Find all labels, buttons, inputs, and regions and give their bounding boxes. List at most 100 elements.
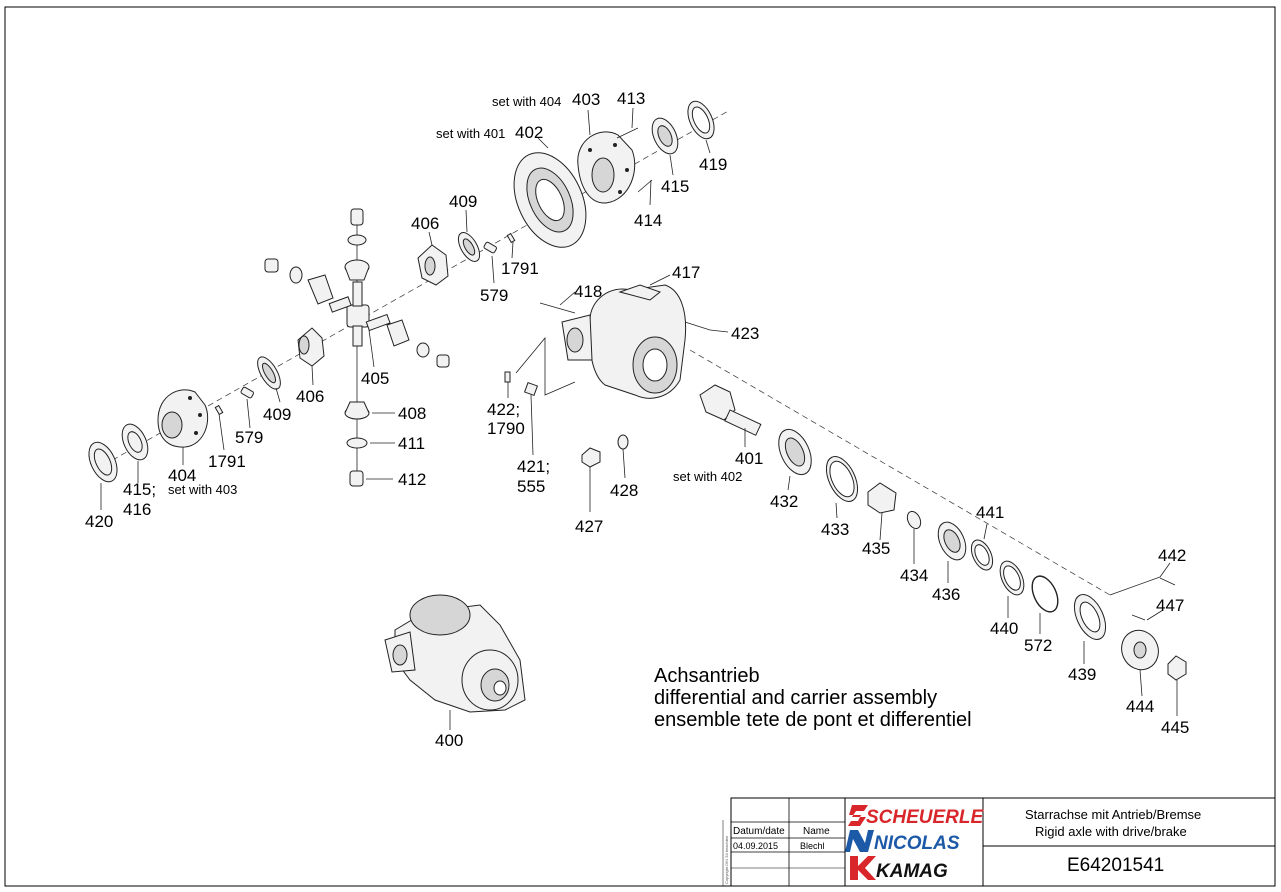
label-444: 444: [1126, 697, 1154, 716]
label-572: 572: [1024, 636, 1052, 655]
label-402: 402: [515, 123, 543, 142]
scheuerle-logo: SCHEUERLE: [848, 805, 985, 828]
bracket-lead: [515, 336, 576, 396]
part-406-side-gear: [297, 327, 325, 367]
note-404: set with 403: [168, 482, 237, 497]
label-412: 412: [398, 470, 426, 489]
label-440: 440: [990, 619, 1018, 638]
label-422-line1: 422;: [487, 400, 520, 419]
part-579-dowel-upper: [483, 241, 497, 254]
part-1791-pin-upper: [506, 232, 516, 244]
part-1791-pin: [214, 404, 224, 416]
main-shaft-axis: [689, 349, 1111, 596]
label-409-lower: 409: [263, 405, 291, 424]
label-421-line1: 421;: [517, 457, 550, 476]
label-420: 420: [85, 512, 113, 531]
part-439-cover: [1073, 594, 1107, 640]
label-442: 442: [1158, 546, 1186, 565]
part-408-pinion-gear: [344, 401, 370, 420]
label-579-upper: 579: [480, 286, 508, 305]
label-404: 404: [168, 466, 196, 485]
label-411: 411: [398, 434, 425, 453]
part-413-bolt: [616, 127, 639, 139]
part-405-spider-cross: [328, 281, 391, 347]
washer-left: [289, 266, 303, 284]
label-409-upper: 409: [449, 192, 477, 211]
drawing-border: [4, 6, 1276, 887]
label-405: 405: [361, 369, 389, 388]
tb-date-value: 04.09.2015: [733, 841, 778, 851]
note-401: set with 402: [673, 469, 742, 484]
part-444-flange: [1121, 629, 1159, 671]
tb-title-line-1: Starrachse mit Antrieb/Bremse: [1025, 807, 1201, 822]
label-422-line2: 1790: [487, 419, 525, 438]
title-block: [722, 797, 1276, 887]
label-428: 428: [610, 481, 638, 500]
kamag-logo: KAMAG: [850, 856, 948, 882]
part-421-clip: [523, 381, 539, 397]
svg-text:SCHEUERLE: SCHEUERLE: [866, 807, 985, 828]
tb-col-date: Datum/date: [733, 826, 785, 837]
part-422-screw: [504, 371, 511, 383]
label-427: 427: [575, 517, 603, 536]
description-line-2: differential and carrier assembly: [654, 687, 937, 709]
washer-right: [416, 342, 430, 358]
label-436: 436: [932, 585, 960, 604]
description-line-3: ensemble tete de pont et differentiel: [654, 709, 972, 731]
bush-right: [436, 354, 450, 368]
part-406-side-gear-upper: [417, 244, 449, 286]
part-409-thrust-washer: [257, 356, 281, 390]
label-418: 418: [574, 282, 602, 301]
label-433: 433: [821, 520, 849, 539]
label-432: 432: [770, 492, 798, 511]
part-418-bolt: [539, 302, 576, 314]
part-408-pinion-gear-top: [344, 259, 370, 281]
part-404-differential-case: [157, 389, 209, 448]
part-400-assembled-unit: [384, 594, 526, 713]
part-435-spacer: [867, 482, 897, 514]
part-447-bolt: [1131, 614, 1146, 621]
label-415-416-line1: 415;: [123, 480, 156, 499]
part-409-thrust-washer-upper: [457, 232, 481, 262]
part-434-ring: [906, 510, 922, 530]
part-417-carrier-housing: [561, 284, 687, 399]
label-435: 435: [862, 539, 890, 558]
part-436-bearing: [937, 521, 967, 561]
part-572-o-ring: [1031, 575, 1059, 613]
part-420-bearing-ring: [88, 441, 118, 483]
tb-name-value: Blechl: [800, 841, 825, 851]
label-414: 414: [634, 211, 662, 230]
label-406-upper: 406: [411, 214, 439, 233]
label-403: 403: [572, 90, 600, 109]
label-413: 413: [617, 89, 645, 108]
part-pinion-gear-right: [386, 319, 410, 347]
leader-lines: [100, 107, 1178, 730]
label-439: 439: [1068, 665, 1096, 684]
svg-text:KAMAG: KAMAG: [876, 861, 948, 882]
part-411-washer: [346, 437, 368, 449]
note-402: set with 401: [436, 126, 505, 141]
part-pinion-gear-left: [307, 274, 334, 305]
label-419: 419: [699, 155, 727, 174]
label-415-416-line2: 416: [123, 500, 151, 519]
label-447: 447: [1156, 596, 1184, 615]
bush-top: [350, 208, 364, 226]
part-442-bolt: [1159, 577, 1176, 586]
label-423: 423: [731, 324, 759, 343]
svg-text:NICOLAS: NICOLAS: [874, 833, 960, 854]
nicolas-logo: NICOLAS: [845, 830, 960, 854]
part-427-plug: [581, 447, 601, 468]
part-402-crown-wheel: [513, 152, 587, 248]
label-579-lower: 579: [235, 428, 263, 447]
part-579-dowel: [240, 386, 254, 399]
bush-left: [264, 258, 279, 273]
label-434: 434: [900, 566, 928, 585]
part-428-seal-ring: [617, 434, 629, 450]
part-423-bolt: [684, 321, 711, 331]
label-421-line2: 555: [517, 477, 545, 496]
part-445-nut: [1167, 655, 1187, 681]
washer-top: [347, 234, 367, 246]
label-1791-lower: 1791: [208, 452, 246, 471]
part-401-drive-pinion: [699, 384, 762, 436]
